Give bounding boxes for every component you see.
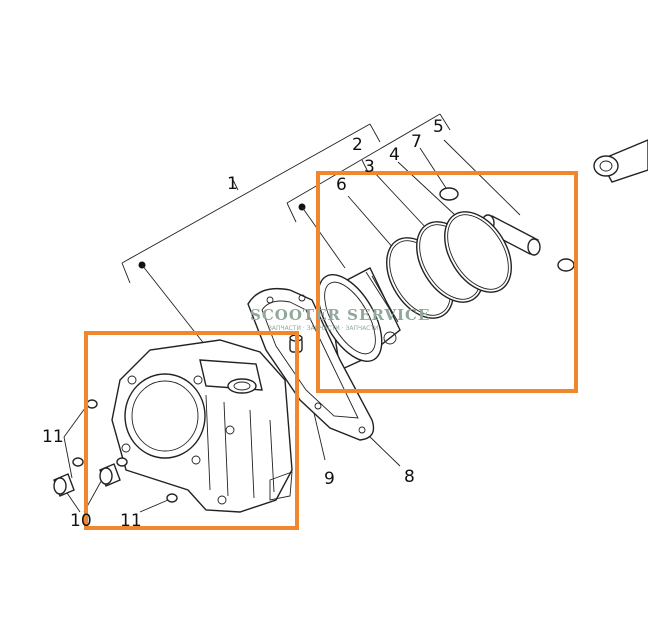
callout-8: 8 (404, 467, 415, 487)
connecting-rod (593, 139, 648, 183)
callout-7: 7 (411, 132, 422, 152)
washer-11-top (86, 399, 98, 409)
callout-11-left: 11 (42, 427, 64, 447)
base-gasket (247, 287, 375, 441)
watermark-brand: SCOOTER SERVICE (250, 306, 430, 324)
washer-11-mid (72, 457, 84, 467)
fasteners (53, 399, 178, 503)
piston (317, 267, 401, 372)
circlip-right (557, 258, 575, 272)
callout-1: 1 (227, 174, 238, 194)
bracket-group-2 (286, 113, 451, 269)
highlight-box-cylinder (84, 331, 299, 530)
callout-11-bottom: 11 (120, 511, 142, 531)
circlip-7 (439, 187, 459, 201)
callout-3: 3 (364, 157, 375, 177)
callout-6: 6 (336, 175, 347, 195)
callout-4: 4 (389, 145, 400, 165)
callout-5: 5 (433, 117, 444, 137)
callout-9: 9 (324, 469, 335, 489)
highlight-box-piston (316, 171, 578, 393)
callout-2: 2 (352, 135, 363, 155)
piston-pin-group (439, 187, 575, 272)
piston-rings (386, 211, 512, 319)
watermark-tagline: ЗАПЧАСТИ · ЗАПЧАСТИ · ЗАПЧАСТИ (268, 325, 379, 332)
callout-10: 10 (70, 511, 92, 531)
cylinder-block (111, 339, 293, 513)
washer-11-bottom (166, 493, 178, 503)
